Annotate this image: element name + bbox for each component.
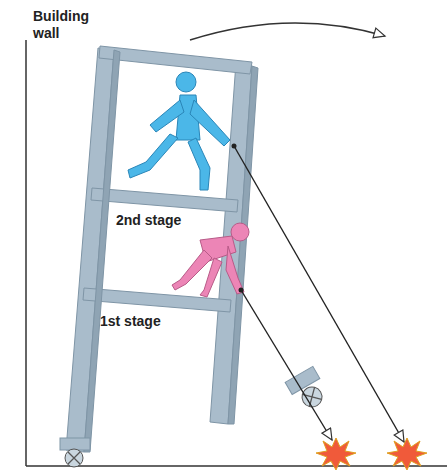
- fall-path: [241, 290, 332, 440]
- worker-lower: [172, 223, 249, 297]
- fall-path: [234, 146, 404, 442]
- stage-label: 2nd stage: [116, 212, 206, 229]
- wall-line: [25, 40, 27, 466]
- rotation-arrow: [190, 23, 385, 40]
- ladder-frame: [66, 46, 258, 452]
- stage-label: 1st stage: [100, 313, 190, 330]
- impact-star: [316, 438, 427, 470]
- ground-line: [26, 465, 447, 467]
- worker-upper: [128, 72, 230, 190]
- caster-wheel: [60, 438, 90, 467]
- wall-label: Building wall: [33, 8, 93, 42]
